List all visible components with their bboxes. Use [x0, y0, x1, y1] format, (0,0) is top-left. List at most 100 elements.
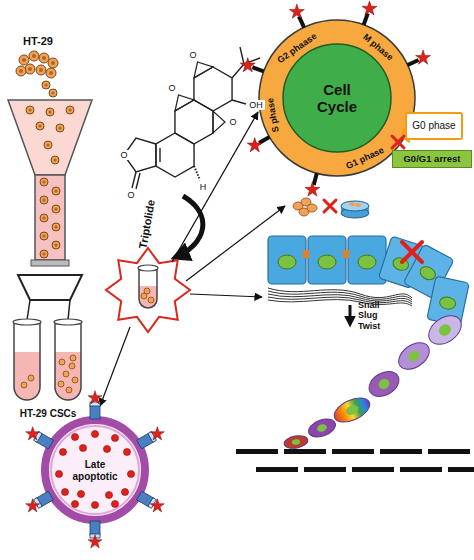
receptor-body — [137, 491, 154, 507]
apoptotic-body — [111, 500, 118, 507]
surface-receptor — [34, 491, 54, 508]
cell-nucleus — [48, 110, 51, 113]
cell-dot — [63, 371, 69, 377]
cancer-cell — [48, 58, 58, 68]
mesenchymal-cell — [331, 393, 374, 427]
cell-nucleus — [58, 126, 61, 129]
cell-nucleus — [344, 403, 360, 417]
basement-membrane — [304, 467, 346, 472]
node-text: Late apoptotic — [66, 459, 124, 482]
cell-dot — [59, 359, 65, 365]
apoptotic-body — [103, 445, 110, 452]
red-star — [26, 499, 40, 512]
carbonyl-bond — [136, 173, 140, 189]
block-cross — [324, 200, 336, 212]
cancer-cell — [40, 196, 48, 204]
apoptotic-body — [123, 448, 130, 455]
atom-label: O — [188, 50, 198, 60]
receptor-body — [90, 405, 100, 419]
hydroxyl-bond — [232, 100, 246, 104]
cell-dot — [28, 375, 34, 381]
red-star — [88, 391, 102, 404]
node-text: Cell Cycle — [305, 81, 369, 116]
cell-nucleus — [51, 61, 55, 65]
cancer-cell — [66, 106, 74, 114]
receptor-body — [36, 433, 53, 449]
cell-nucleus — [42, 252, 45, 255]
cell-dot — [70, 355, 76, 361]
apoptotic-body — [79, 444, 86, 451]
apoptotic-body — [55, 470, 62, 477]
apoptotic-body — [111, 434, 118, 441]
separation-funnel — [8, 100, 92, 175]
receptor-body — [36, 491, 53, 507]
cell-nucleus — [32, 54, 36, 58]
apoptotic-body — [91, 501, 98, 508]
receptor-head — [90, 534, 100, 538]
basement-membrane — [236, 449, 278, 454]
mesenchymal-cell — [365, 366, 404, 401]
cancer-cell — [49, 89, 57, 97]
apoptotic-body — [91, 430, 98, 437]
cell-nucleus — [54, 243, 57, 246]
cell-nucleus — [42, 216, 45, 219]
atom-label: O — [228, 117, 238, 127]
cancer-cell — [40, 214, 48, 222]
block-cross — [402, 242, 422, 262]
migrating-cell — [394, 337, 434, 375]
cancer-cell — [52, 241, 60, 249]
isopropyl-bond — [232, 47, 244, 78]
cell-nucleus — [318, 255, 336, 269]
mesenchymal-cell — [283, 434, 309, 450]
migrating-cell — [283, 434, 309, 450]
block-cross — [392, 136, 404, 148]
column-base — [31, 260, 69, 266]
tube-rim — [13, 319, 41, 325]
cell-dot — [72, 377, 78, 383]
surface-receptor — [34, 432, 54, 449]
receptor-head — [148, 498, 156, 509]
cell-nucleus — [38, 124, 41, 127]
matrix-fiber — [268, 294, 412, 302]
basement-membrane — [428, 449, 470, 454]
epoxide — [175, 95, 194, 111]
molecule-ring — [156, 133, 194, 177]
cell-nucleus — [406, 349, 421, 364]
basement-membrane — [400, 467, 442, 472]
red-star — [240, 58, 255, 72]
figure-label: HT-29 CSCs — [3, 408, 93, 420]
cancer-cell — [46, 68, 56, 78]
cancer-cell — [36, 65, 46, 75]
atom-label: O — [119, 150, 129, 160]
effect-arrow — [172, 112, 258, 262]
cancer-cell — [42, 81, 50, 89]
cell-nucleus — [278, 255, 296, 269]
triptolide-structure — [124, 47, 260, 189]
hashed-bond — [194, 166, 200, 180]
atom-label: OH — [247, 100, 265, 110]
treatment-burst — [106, 248, 190, 332]
figure-label: HT-29 — [13, 35, 63, 48]
colony-cell — [355, 203, 361, 207]
red-star — [150, 499, 164, 512]
checkpoint-bar — [364, 13, 368, 24]
migrating-cell — [423, 310, 466, 350]
tube-liquid — [55, 352, 81, 400]
cell-junction — [303, 250, 309, 258]
g0-link — [402, 128, 410, 142]
apoptotic-body — [59, 448, 66, 455]
basement-membrane — [332, 449, 374, 454]
red-star — [289, 4, 304, 18]
split-line — [68, 300, 70, 320]
cancer-cell — [40, 232, 48, 240]
cell-nucleus — [19, 69, 23, 73]
effect-arrow — [190, 294, 262, 297]
cancer-cell — [16, 66, 26, 76]
cell-dot — [21, 382, 27, 388]
epithelial-cell — [308, 236, 346, 284]
checkpoint-bar — [252, 67, 263, 71]
cell-dot — [66, 387, 72, 393]
cancer-cell — [52, 205, 60, 213]
tube-rim — [138, 265, 158, 271]
matrix-fiber — [268, 297, 412, 304]
